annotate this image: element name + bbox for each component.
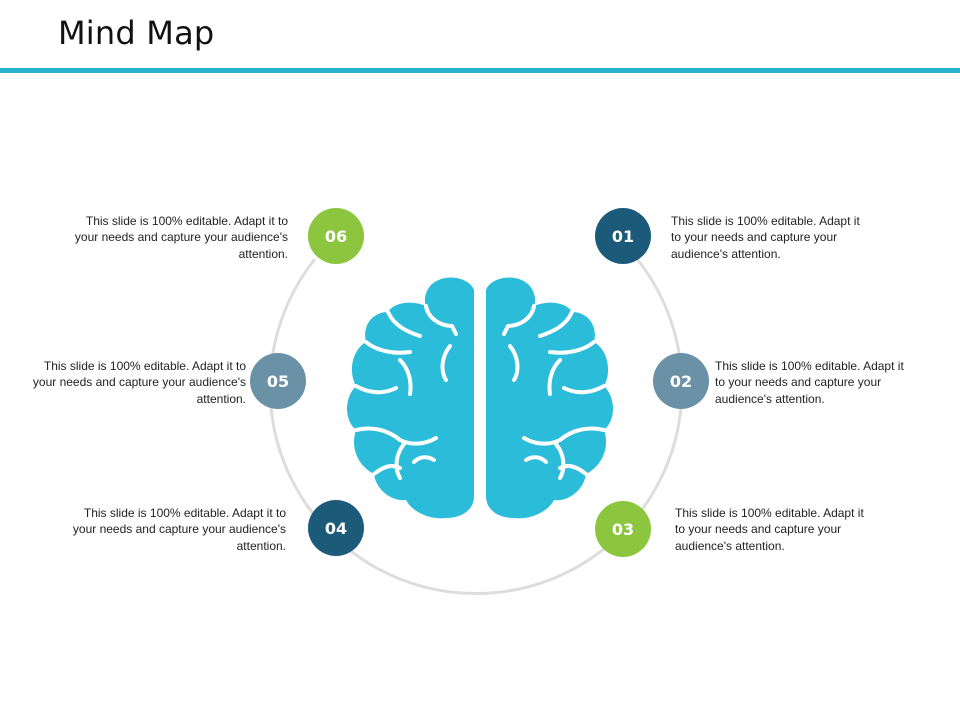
step-04-description: This slide is 100% editable. Adapt it to…: [72, 506, 286, 553]
step-04-badge: 04: [308, 500, 364, 556]
step-02-badge: 02: [653, 353, 709, 409]
step-01-badge: 01: [595, 208, 651, 264]
step-03-badge: 03: [595, 501, 651, 557]
step-05-badge: 05: [250, 353, 306, 409]
step-03-description: This slide is 100% editable. Adapt it to…: [675, 506, 864, 553]
step-06-description: This slide is 100% editable. Adapt it to…: [74, 214, 288, 261]
slide-title: Mind Map: [58, 14, 215, 52]
step-06-badge: 06: [308, 208, 364, 264]
title-divider: [0, 68, 960, 73]
step-01-description: This slide is 100% editable. Adapt it to…: [671, 214, 860, 261]
step-02-description: This slide is 100% editable. Adapt it to…: [715, 359, 904, 406]
step-05-description: This slide is 100% editable. Adapt it to…: [32, 359, 246, 406]
